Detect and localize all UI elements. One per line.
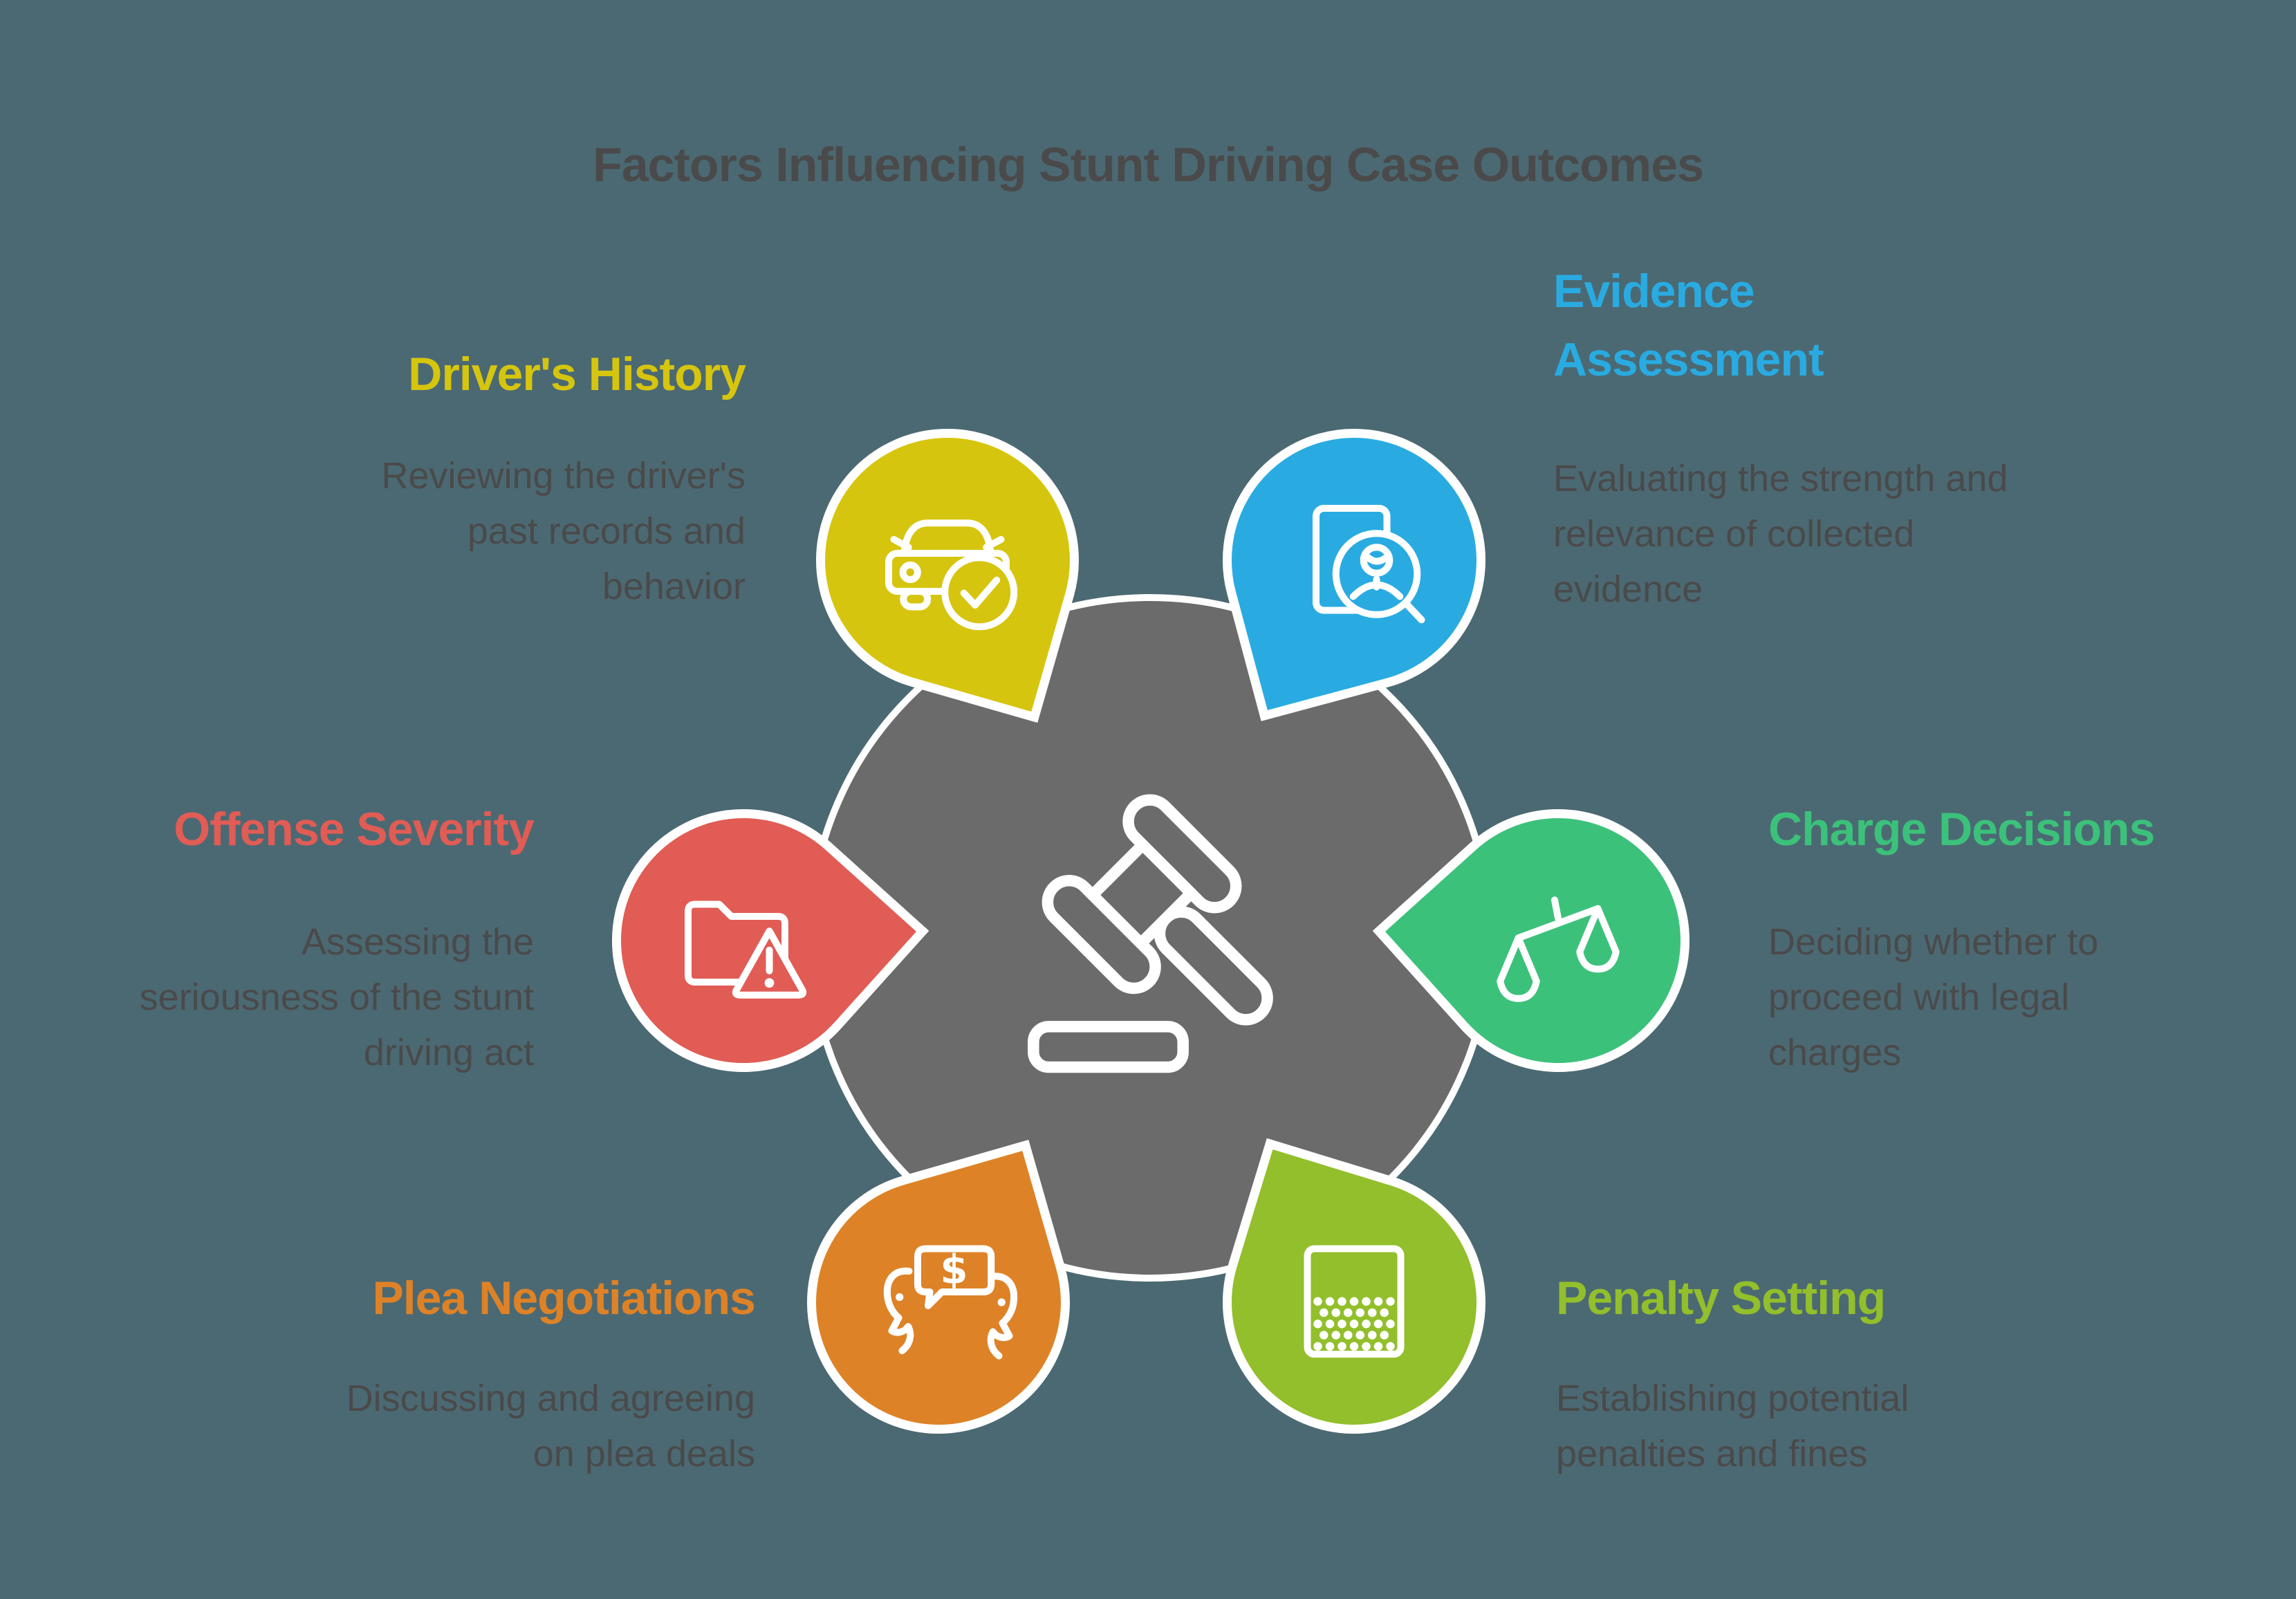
penalty-dots-icon [1304, 1245, 1405, 1358]
document-person-search-icon [1313, 505, 1425, 624]
desc-plea-negotiations: Discussing and agreeing on plea deals [346, 1378, 755, 1475]
label-offense-severity: Offense Severity [174, 803, 535, 856]
gavel-icon [1028, 794, 1273, 1073]
plea-talk-icon: $ [883, 1245, 1018, 1360]
scales-icon [1497, 896, 1620, 1002]
desc-evidence-assessment: Evaluating the strength and relevance of… [1553, 458, 2008, 610]
desc-penalty-setting: Establishing potential penalties and fin… [1556, 1378, 1909, 1475]
car-check-icon [885, 519, 1018, 631]
label-charge-decisions: Charge Decisions [1768, 803, 2155, 856]
label-evidence-assessment: Evidence Assessment [1553, 265, 1824, 386]
desc-drivers-history: Reviewing the driver's past records and … [381, 455, 746, 607]
page-title: Factors Influencing Stunt Driving Case O… [592, 138, 1704, 192]
folder-warning-icon [685, 900, 807, 999]
desc-offense-severity: Assessing the seriousness of the stunt d… [139, 921, 534, 1073]
desc-charge-decisions: Deciding whether to proceed with legal c… [1768, 921, 2099, 1073]
label-penalty-setting: Penalty Setting [1556, 1272, 1886, 1324]
svg-text:$: $ [940, 1247, 968, 1293]
label-drivers-history: Driver's History [408, 348, 746, 400]
label-plea-negotiations: Plea Negotiations [372, 1272, 756, 1324]
